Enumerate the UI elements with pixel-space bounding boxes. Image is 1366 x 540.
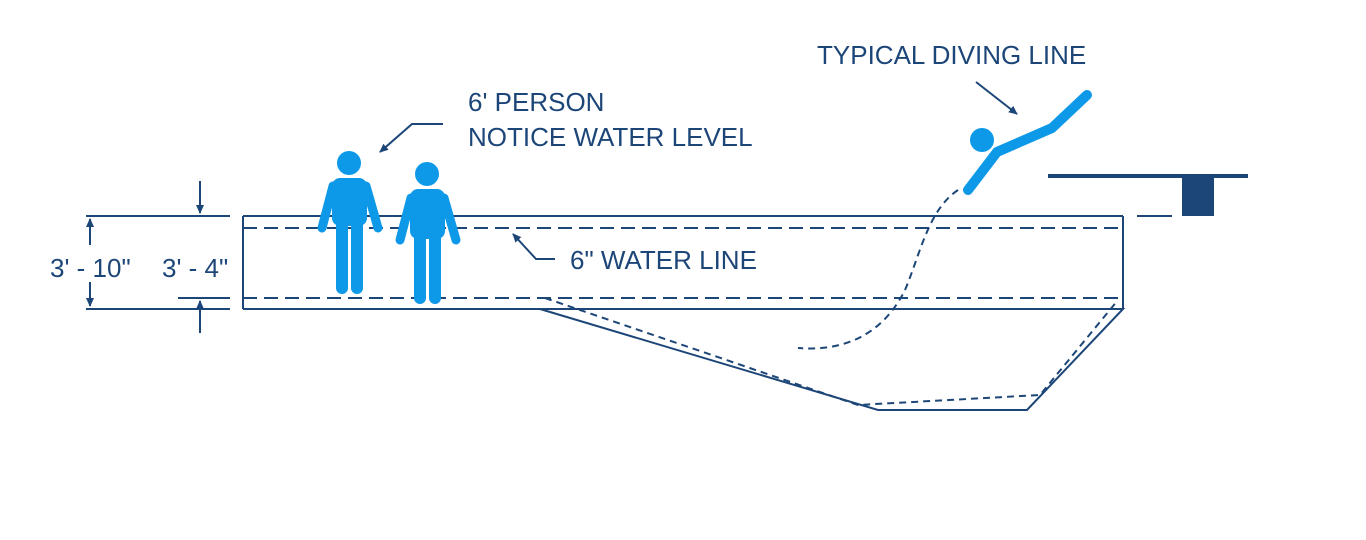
dimension-inner-label: 3' - 4" [162,253,228,283]
diving-trajectory-line [797,189,959,350]
water-line-callout-arrow [512,233,555,260]
pool-floor [243,308,1126,411]
diving-line-label: TYPICAL DIVING LINE [817,40,1086,70]
person-standing-icon [317,151,383,294]
water-line-label: 6" WATER LINE [570,245,757,275]
diving-board-stand [1182,176,1214,216]
person-label-line-2: NOTICE WATER LEVEL [468,122,753,152]
diver-icon [963,90,1092,195]
callout-arrows [379,81,1018,260]
dimension-outer-label: 3' - 10" [50,253,131,283]
diving-line-callout-arrow [975,81,1018,115]
pool-outline [242,215,1172,411]
person-callout-arrow [379,123,443,153]
person-standing-icon [395,162,461,304]
dimension-guides [86,181,230,333]
person-label-line-1: 6' PERSON [468,87,604,117]
deep-end-dashed-offset [544,297,1119,407]
diving-board [1048,174,1248,216]
